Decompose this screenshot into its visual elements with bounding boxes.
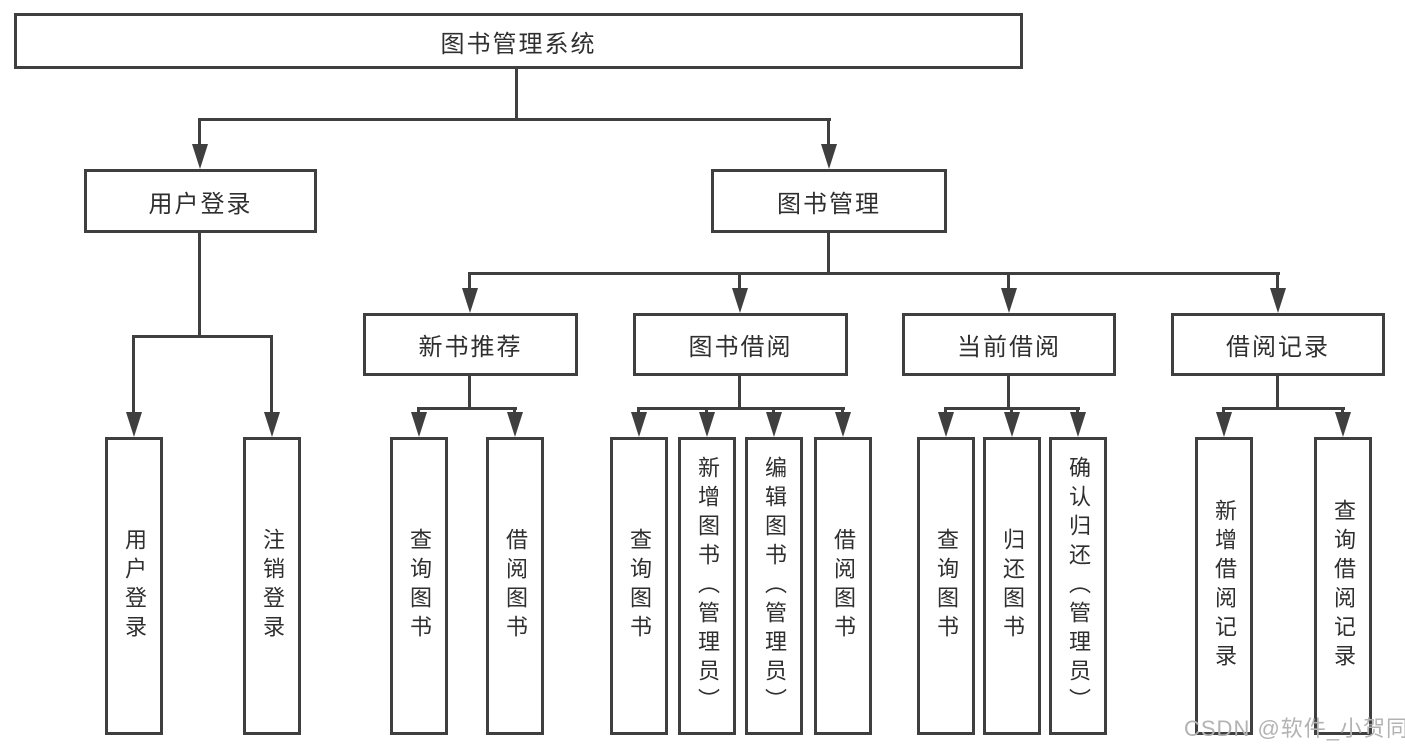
connector-root-rail <box>198 118 831 121</box>
arrow-down-icon <box>1070 412 1086 437</box>
leaf-add-borrow-record: 新增借阅记录 <box>1195 437 1253 735</box>
arrow-down-icon <box>192 144 208 169</box>
connector-stem <box>841 407 844 415</box>
connector-new-recommend-rail <box>417 407 517 410</box>
leaf-user-login: 用户登录 <box>105 437 163 735</box>
connector-stem <box>637 407 640 415</box>
leaf-edit-books-admin: 编辑图书（管理员） <box>745 437 803 735</box>
arrow-down-icon <box>1270 288 1286 313</box>
leaf-query-books: 查询图书 <box>610 437 668 735</box>
connector-stem-login-leaf2 <box>270 335 273 413</box>
connector-stem-login-leaf1 <box>132 335 135 413</box>
connector-book-borrow-rail <box>637 407 845 410</box>
arrow-down-icon <box>766 412 782 437</box>
connector-new-recommend-drop <box>468 376 471 409</box>
connector-user-login-rail <box>132 335 273 338</box>
connector-borrow-records-drop <box>1276 376 1279 409</box>
connector-current-borrow-drop <box>1007 376 1010 409</box>
connector-stem <box>1341 407 1344 415</box>
leaf-query-books: 查询图书 <box>917 437 975 735</box>
connector-stem-current-borrow <box>1007 272 1010 292</box>
connector-stem <box>417 407 420 415</box>
connector-stem-book-borrow <box>738 272 741 292</box>
node-new-book-recommend: 新书推荐 <box>363 313 578 376</box>
connector-stem <box>513 407 516 415</box>
arrow-down-icon <box>411 412 427 437</box>
connector-stem <box>772 407 775 415</box>
leaf-add-books-admin: 新增图书（管理员） <box>678 437 736 735</box>
connector-stem <box>1010 407 1013 415</box>
arrow-down-icon <box>507 412 523 437</box>
arrow-down-icon <box>938 412 954 437</box>
connector-stem <box>705 407 708 415</box>
arrow-down-icon <box>699 412 715 437</box>
arrow-down-icon <box>1216 412 1232 437</box>
connector-book-management-drop <box>827 233 830 274</box>
node-current-borrow: 当前借阅 <box>902 313 1116 376</box>
arrow-down-icon <box>1335 412 1351 437</box>
node-book-borrow: 图书借阅 <box>633 313 848 376</box>
node-book-management: 图书管理 <box>711 169 947 233</box>
arrow-down-icon <box>1004 412 1020 437</box>
arrow-down-icon <box>1001 288 1017 313</box>
connector-user-login-drop <box>198 233 201 337</box>
arrow-down-icon <box>821 144 837 169</box>
connector-borrow-records-rail <box>1222 407 1345 410</box>
connector-stem-book-management <box>827 118 830 146</box>
connector-book-management-rail <box>469 272 1280 275</box>
leaf-query-borrow-record: 查询借阅记录 <box>1314 437 1372 735</box>
leaf-borrow-books: 借阅图书 <box>814 437 872 735</box>
connector-stem <box>1076 407 1079 415</box>
arrow-down-icon <box>631 412 647 437</box>
connector-stem <box>1222 407 1225 415</box>
connector-stem-user-login <box>198 118 201 146</box>
leaf-query-books: 查询图书 <box>390 437 448 735</box>
arrow-down-icon <box>732 288 748 313</box>
arrow-down-icon <box>264 412 280 437</box>
connector-book-borrow-drop <box>738 376 741 409</box>
connector-stem-new-recommend <box>468 272 471 292</box>
leaf-borrow-books: 借阅图书 <box>486 437 544 735</box>
arrow-down-icon <box>462 288 478 313</box>
csdn-watermark: CSDN @软件_小贺同学 <box>1184 716 1405 741</box>
arrow-down-icon <box>126 412 142 437</box>
leaf-return-books: 归还图书 <box>983 437 1041 735</box>
connector-stem-borrow-records <box>1276 272 1279 292</box>
node-user-login: 用户登录 <box>84 169 317 233</box>
connector-root-drop <box>515 69 518 121</box>
node-borrow-records: 借阅记录 <box>1171 313 1385 376</box>
arrow-down-icon <box>835 412 851 437</box>
connector-stem <box>944 407 947 415</box>
leaf-confirm-return-admin: 确认归还（管理员） <box>1049 437 1107 735</box>
leaf-logout: 注销登录 <box>243 437 301 735</box>
node-root: 图书管理系统 <box>14 13 1023 69</box>
